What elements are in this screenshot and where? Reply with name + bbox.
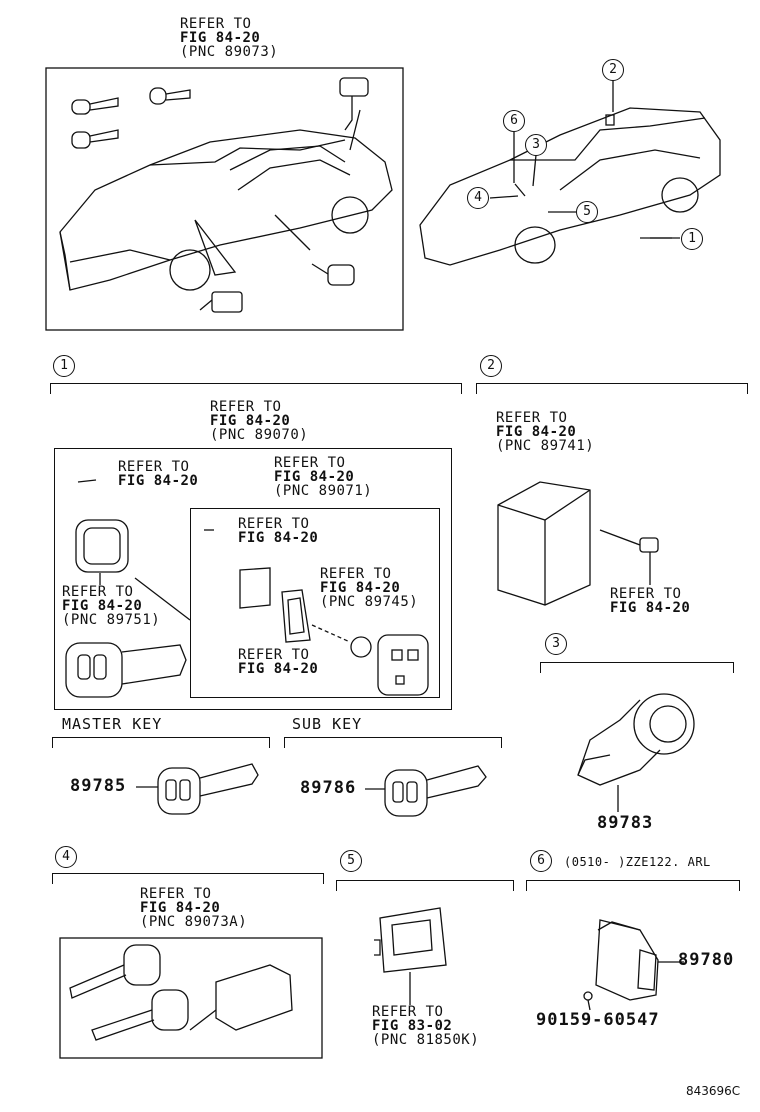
car-right-illustration — [419, 107, 721, 266]
callout-6: 6 — [503, 110, 525, 132]
section1-outer-frame — [54, 448, 452, 710]
sub-key-bracket — [284, 737, 502, 748]
section5-ref: REFER TO FIG 83-02 (PNC 81850K) — [372, 1004, 480, 1048]
section4-illustration — [59, 937, 323, 1059]
section1-illustration — [65, 479, 429, 698]
section2-ref-unit: REFER TO FIG 84-20 (PNC 89741) — [496, 410, 595, 454]
section1-inner-frame — [190, 508, 440, 698]
top-left-ref: REFER TO FIG 84-20 (PNC 89073) — [180, 16, 279, 60]
section5-number: 5 — [340, 850, 362, 872]
section3-number: 3 — [545, 633, 567, 655]
section5-bracket — [336, 880, 514, 891]
master-key-bracket — [52, 737, 270, 748]
section4-bracket — [52, 873, 324, 884]
diagram-code: 843696C — [686, 1084, 741, 1098]
keys-top-left-illustration — [71, 87, 191, 149]
section6-part-number: 89780 — [678, 950, 735, 970]
section3-part-number: 89783 — [597, 813, 654, 833]
callout-3: 3 — [525, 134, 547, 156]
section1-ref-inner: REFER TO FIG 84-20 (PNC 89071) — [274, 455, 373, 499]
section1-ref-main: REFER TO FIG 84-20 (PNC 89070) — [210, 399, 309, 443]
master-key-label: MASTER KEY — [62, 715, 163, 733]
section1-ref-battery: REFER TO FIG 84-20 (PNC 89745) — [320, 566, 419, 610]
section1-ref-plate: REFER TO FIG 84-20 — [238, 647, 319, 677]
cylinders-top-left-illustration — [199, 77, 369, 313]
car-left-illustration — [59, 109, 393, 291]
section2-number: 2 — [480, 355, 502, 377]
section6-bracket — [526, 880, 740, 891]
section2-bracket — [476, 383, 748, 394]
section1-ref-case: REFER TO FIG 84-20 (PNC 89751) — [62, 584, 161, 628]
sub-key-label: SUB KEY — [292, 715, 363, 733]
callout-2: 2 — [602, 59, 624, 81]
sub-key-illustration — [365, 765, 487, 817]
master-key-illustration — [136, 763, 259, 815]
sub-key-part-number: 89786 — [300, 778, 357, 798]
section1-number: 1 — [53, 355, 75, 377]
section3-bracket — [540, 662, 734, 673]
section5-illustration — [374, 907, 447, 1005]
section6-number: 6 — [530, 850, 552, 872]
section4-ref: REFER TO FIG 84-20 (PNC 89073A) — [140, 886, 248, 930]
section1-bracket — [50, 383, 462, 394]
section2-illustration — [497, 481, 659, 606]
section4-number: 4 — [55, 846, 77, 868]
callout-5: 5 — [576, 201, 598, 223]
section1-ref-inner-screw: REFER TO FIG 84-20 — [238, 516, 319, 546]
callout-1: 1 — [681, 228, 703, 250]
top-left-frame — [45, 67, 404, 331]
section6-applicability-note: (0510- )ZZE122. ARL — [564, 855, 711, 869]
section2-ref-bolt: REFER TO FIG 84-20 — [610, 586, 691, 616]
callout-4: 4 — [467, 187, 489, 209]
section3-illustration — [577, 693, 695, 812]
master-key-part-number: 89785 — [70, 776, 127, 796]
section6-screw-part-number: 90159-60547 — [536, 1010, 660, 1030]
section1-ref-screw: REFER TO FIG 84-20 — [118, 459, 199, 489]
section6-illustration — [583, 919, 684, 1011]
